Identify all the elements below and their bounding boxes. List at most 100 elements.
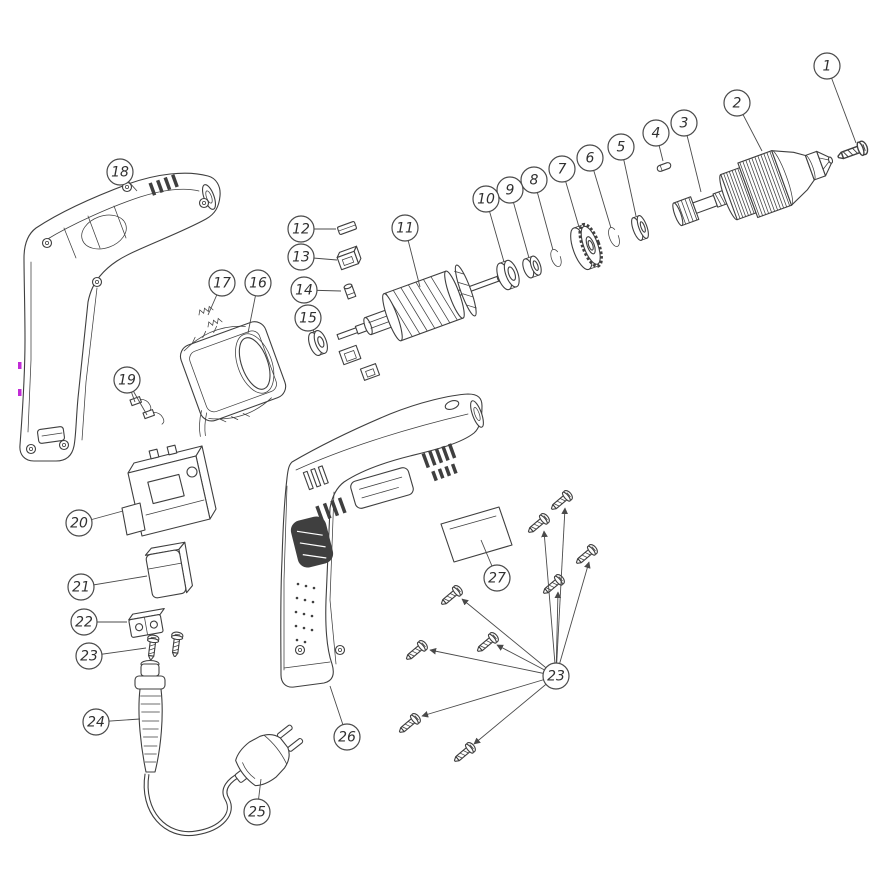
callout-1-chuck-screw: 1 [813, 52, 841, 80]
carbon-brushes [129, 396, 165, 425]
grip-slots [315, 497, 347, 522]
switch-plunger [121, 502, 146, 536]
fan [454, 264, 477, 317]
callout-18-housing-left-half: 18 [106, 158, 134, 186]
grip-dots [294, 582, 316, 644]
balloon-circle [65, 509, 93, 537]
callout-23-handle-screws: 23 [75, 642, 103, 670]
balloon-circle [542, 662, 570, 690]
balloon-number: 3 [680, 116, 689, 132]
callout-21-capacitor: 21 [67, 573, 95, 601]
balloon-circle [548, 155, 576, 183]
model-plate [350, 467, 414, 509]
balloon-number: 20 [70, 516, 88, 532]
balloon-number: 25 [248, 805, 266, 821]
balloon-circle [106, 158, 134, 186]
callout-10-front-bearing: 10 [472, 185, 500, 213]
callout-13-brush-holder: 13 [287, 243, 315, 271]
balloon-circle [723, 89, 751, 117]
vent-slots [148, 174, 179, 196]
armature [336, 264, 503, 342]
balloon-number: 19 [118, 373, 136, 389]
balloon-number: 5 [617, 140, 626, 156]
leader-line-housing-screws [421, 675, 557, 718]
callout-4-key: 4 [642, 119, 670, 147]
balloon-number: 24 [87, 715, 105, 731]
brush-springs [198, 305, 223, 328]
balloon-number: 8 [530, 173, 539, 189]
housing-right-half [280, 393, 484, 688]
leader-line-housing-screws [429, 647, 557, 677]
balloon-circle [607, 133, 635, 161]
power-plug [234, 724, 304, 787]
balloon-circle [391, 214, 419, 242]
leader-line-housing-screws [473, 675, 557, 745]
callout-22-terminal-block: 22 [70, 608, 98, 636]
callout-balloons: 1234567891011121314151617181920212223242… [65, 52, 841, 826]
screw-boss [334, 644, 346, 656]
callout-3-spindle: 3 [670, 109, 698, 137]
balloon-number: 26 [338, 730, 356, 746]
balloon-circle [75, 642, 103, 670]
front-bearing [496, 259, 520, 291]
brush-cap [343, 283, 357, 300]
balloon-number: 13 [292, 250, 310, 266]
screw-bosses [25, 181, 210, 455]
balloon-circle [496, 176, 524, 204]
callout-24-cord-guard: 24 [82, 708, 110, 736]
brush-holder [336, 245, 362, 271]
balloon-number: 10 [477, 192, 495, 208]
balloon-number: 7 [558, 162, 567, 178]
balloon-circle [670, 109, 698, 137]
callout-9-spacer-bushing: 9 [496, 176, 524, 204]
side-slots [302, 465, 329, 491]
leader-line-chuck-screw [826, 65, 857, 144]
balloon-circle [67, 573, 95, 601]
spacer-bushing [522, 255, 542, 279]
balloon-circle [287, 215, 315, 243]
power-cord [143, 771, 243, 837]
vent-slots [421, 443, 458, 482]
balloon-number: 16 [249, 276, 267, 292]
callout-20-trigger-switch: 20 [65, 509, 93, 537]
callout-7-output-gear: 7 [548, 155, 576, 183]
balloon-number: 6 [586, 151, 595, 167]
balloon-circle [290, 276, 318, 304]
balloon-circle [813, 52, 841, 80]
balloon-circle [113, 366, 141, 394]
callout-2-chuck: 2 [723, 89, 751, 117]
balloon-circle [472, 185, 500, 213]
balloon-circle [243, 798, 271, 826]
balloon-number: 9 [506, 183, 515, 199]
balloon-number: 17 [213, 276, 231, 292]
terminal-block [128, 608, 165, 638]
leader-line-housing-screws [461, 598, 557, 677]
washer [631, 215, 649, 241]
balloon-number: 12 [292, 222, 310, 238]
callout-19-carbon-brushes: 19 [113, 366, 141, 394]
balloon-number: 23 [80, 649, 98, 665]
balloon-number: 1 [823, 59, 832, 75]
callout-26-housing-right-half: 26 [333, 723, 361, 751]
callout-16-stator: 16 [244, 269, 272, 297]
brush-plate [337, 221, 357, 235]
trigger-switch [121, 444, 217, 537]
vent-oval [444, 399, 460, 411]
brush-holder-boxes [338, 344, 381, 381]
callout-17-brush-springs: 17 [208, 269, 236, 297]
callout-25-power-plug: 25 [243, 798, 271, 826]
callout-5-washer: 5 [607, 133, 635, 161]
leader-line-housing-screws [555, 561, 591, 677]
balloon-number: 14 [295, 283, 313, 299]
callout-23-housing-screws: 23 [542, 662, 570, 690]
balloon-number: 2 [733, 96, 742, 112]
callout-14-brush-cap: 14 [290, 276, 318, 304]
balloon-circle [244, 269, 272, 297]
balloon-circle [70, 608, 98, 636]
balloon-circle [82, 708, 110, 736]
callout-27-name-label: 27 [483, 564, 511, 592]
capacitor [144, 541, 193, 599]
stator [179, 321, 287, 437]
